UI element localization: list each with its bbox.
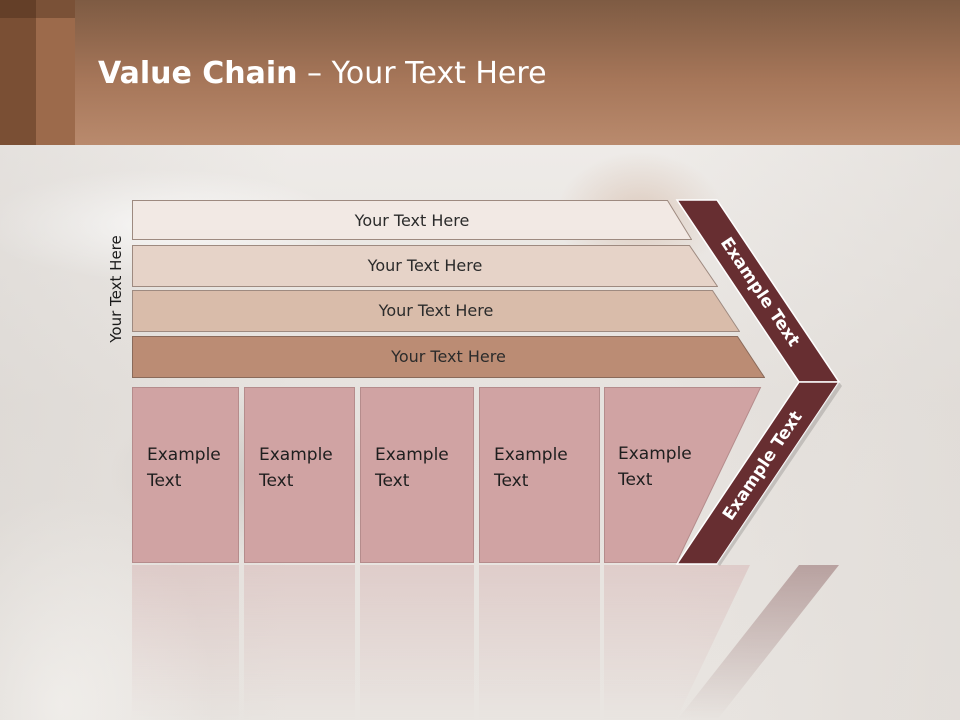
title-bold-text: Value Chain	[98, 56, 298, 91]
bar-4-text: Your Text Here	[391, 346, 506, 366]
column-2[interactable]: Example Text	[244, 387, 355, 563]
column-4[interactable]: Example Text	[479, 387, 600, 563]
column-1[interactable]: Example Text	[132, 387, 239, 563]
column-4-text: Example Text	[494, 445, 568, 491]
bar-2[interactable]: Your Text Here	[132, 245, 718, 287]
column-5-text: Example Text	[618, 444, 692, 490]
column-2-text: Example Text	[259, 445, 333, 491]
bar-2-text: Your Text Here	[367, 255, 483, 275]
bar-3-text: Your Text Here	[378, 300, 494, 320]
bar-4[interactable]: Your Text Here	[132, 336, 765, 378]
title-rest-text: – Your Text Here	[297, 56, 547, 91]
header-accent-block	[0, 0, 75, 145]
chevron-bottom-arm	[675, 381, 841, 565]
reflection	[130, 565, 850, 720]
header-accent-shadow	[0, 0, 75, 18]
title-banner: Value Chain – Your Text Here	[0, 0, 960, 145]
bar-1-text: Your Text Here	[354, 210, 470, 230]
column-5[interactable]: Example Text	[604, 387, 764, 563]
bar-1[interactable]: Your Text Here	[132, 200, 692, 240]
bar-3[interactable]: Your Text Here	[132, 290, 740, 332]
column-3[interactable]: Example Text	[360, 387, 474, 563]
slide-title[interactable]: Value Chain – Your Text Here	[98, 52, 547, 96]
column-1-text: Example Text	[147, 445, 221, 491]
chevron-shadow	[717, 382, 842, 566]
column-3-text: Example Text	[375, 445, 449, 491]
